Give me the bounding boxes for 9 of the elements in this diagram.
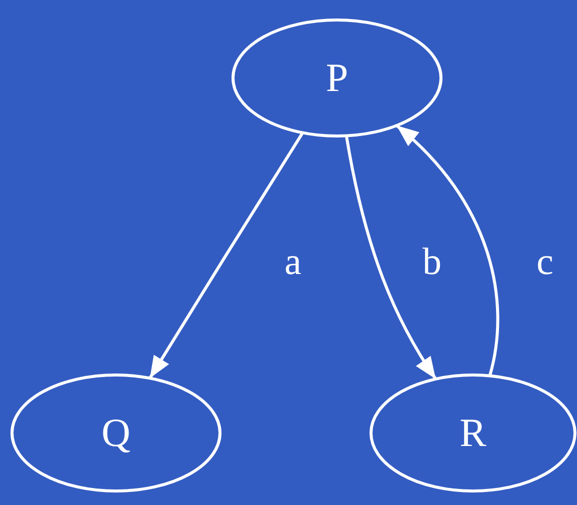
ellipse-node [10, 373, 222, 493]
node-label: P [326, 58, 348, 98]
arrow [396, 124, 500, 376]
ellipse-node [369, 373, 577, 493]
node-label: R [460, 413, 486, 453]
ellipse-node [231, 18, 443, 138]
arrow [148, 132, 304, 379]
node-label: Q [102, 413, 130, 453]
arrow [344, 136, 437, 380]
